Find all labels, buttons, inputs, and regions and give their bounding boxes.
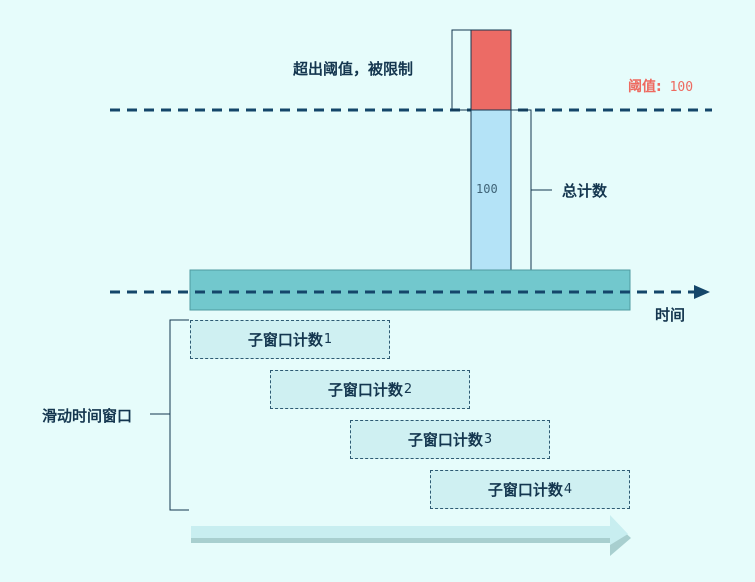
threshold-title: 阈值: <box>628 79 662 95</box>
time-window-bar <box>189 269 631 311</box>
exceeded-outline <box>451 29 473 111</box>
progress-arrow <box>191 515 628 545</box>
exceeded-bar <box>470 29 512 111</box>
subwindow-label: 子窗口计数 <box>487 481 563 499</box>
threshold-label: 阈值: 100 <box>628 76 693 96</box>
threshold-value: 100 <box>669 80 694 95</box>
subwindow-number: 2 <box>403 382 413 397</box>
sliding-bracket <box>169 319 189 511</box>
time-axis-label: 时间 <box>655 306 686 324</box>
subwindow-label: 子窗口计数 <box>327 381 403 399</box>
subwindow-number: 4 <box>563 482 573 497</box>
total-count-label: 总计数 <box>562 182 608 200</box>
timeline-arrowhead <box>694 285 710 299</box>
sliding-window-label: 滑动时间窗口 <box>42 407 133 425</box>
over-threshold-label: 超出阈值，被限制 <box>293 60 414 78</box>
subwindow-label: 子窗口计数 <box>407 431 483 449</box>
subwindow-number: 1 <box>323 332 333 347</box>
subwindow-number: 3 <box>483 432 493 447</box>
count-outline <box>510 109 532 271</box>
count-value: 100 <box>476 182 498 196</box>
subwindow-label: 子窗口计数 <box>247 331 323 349</box>
